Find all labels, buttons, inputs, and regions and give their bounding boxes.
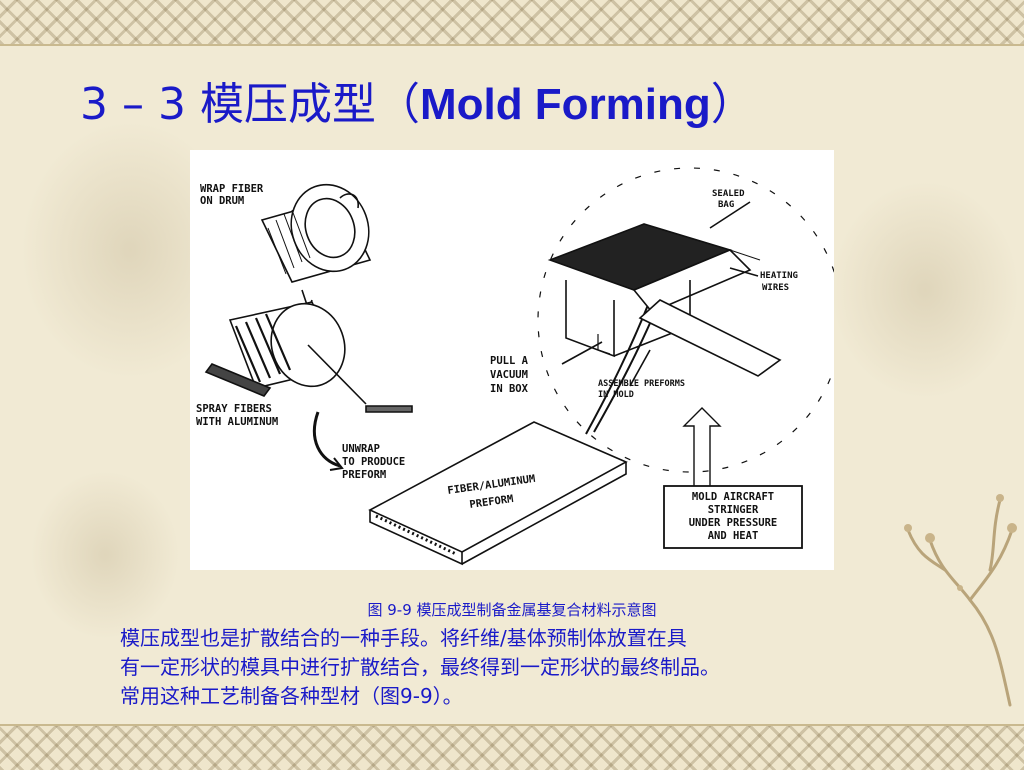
mold-assembly-icon	[547, 223, 782, 377]
label-assemble-2: IN MOLD	[598, 390, 634, 400]
label-mold-4: AND HEAT	[708, 530, 759, 542]
top-decorative-border	[0, 0, 1024, 46]
body-line-2: 有一定形状的模具中进行扩散结合，最终得到一定形状的最终制品。	[120, 655, 720, 679]
label-mold-3: UNDER PRESSURE	[689, 517, 778, 529]
drum-wrap-icon	[260, 183, 372, 283]
label-unwrap-2: TO PRODUCE	[342, 456, 405, 468]
title-suffix: ）	[710, 79, 755, 130]
label-mold-2: STRINGER	[708, 504, 759, 516]
body-line-1: 模压成型也是扩散结合的一种手段。将纤维/基体预制体放置在具	[120, 626, 687, 650]
slide-title: 3 – 3 模压成型（Mold Forming）	[80, 70, 980, 140]
mold-forming-diagram: WRAP FIBER ON DRUM SPRAY FIBERS WITH ALU…	[196, 167, 834, 566]
label-unwrap-3: PREFORM	[342, 469, 386, 481]
label-heating-1: HEATING	[760, 271, 798, 281]
label-pull-1: PULL A	[490, 355, 529, 367]
label-sealed-2: BAG	[718, 200, 734, 210]
label-pull-2: VACUUM	[490, 369, 528, 381]
label-spray-2: WITH ALUMINUM	[196, 416, 278, 428]
title-prefix: 3 – 3 模压成型（	[80, 79, 420, 130]
plum-branch-decoration	[904, 494, 1017, 707]
drum-spray-icon	[204, 301, 413, 413]
bottom-decorative-border	[0, 724, 1024, 770]
figure-caption: 图 9-9 模压成型制备金属基复合材料示意图	[367, 601, 657, 619]
body-paragraph: 模压成型也是扩散结合的一种手段。将纤维/基体预制体放置在具 有一定形状的模具中进…	[120, 624, 980, 716]
label-mold-1: MOLD AIRCRAFT	[692, 491, 774, 503]
label-wrap-fiber-1: WRAP FIBER	[200, 183, 264, 195]
label-heating-2: WIRES	[762, 283, 789, 293]
label-spray-1: SPRAY FIBERS	[196, 403, 272, 415]
label-pull-3: IN BOX	[490, 383, 529, 395]
preform-slab-icon	[368, 421, 628, 566]
label-unwrap-1: UNWRAP	[342, 443, 380, 455]
title-english: Mold Forming	[419, 80, 711, 129]
label-sealed-1: SEALED	[712, 189, 745, 199]
background-watermark	[830, 180, 1020, 400]
background-watermark	[30, 470, 180, 640]
body-line-3: 常用这种工艺制备各种型材（图9-9）。	[120, 684, 463, 708]
label-assemble-1: ASSEMBLE PREFORMS	[598, 379, 685, 389]
label-wrap-fiber-2: ON DRUM	[200, 195, 244, 207]
process-diagram-figure: WRAP FIBER ON DRUM SPRAY FIBERS WITH ALU…	[190, 150, 834, 570]
